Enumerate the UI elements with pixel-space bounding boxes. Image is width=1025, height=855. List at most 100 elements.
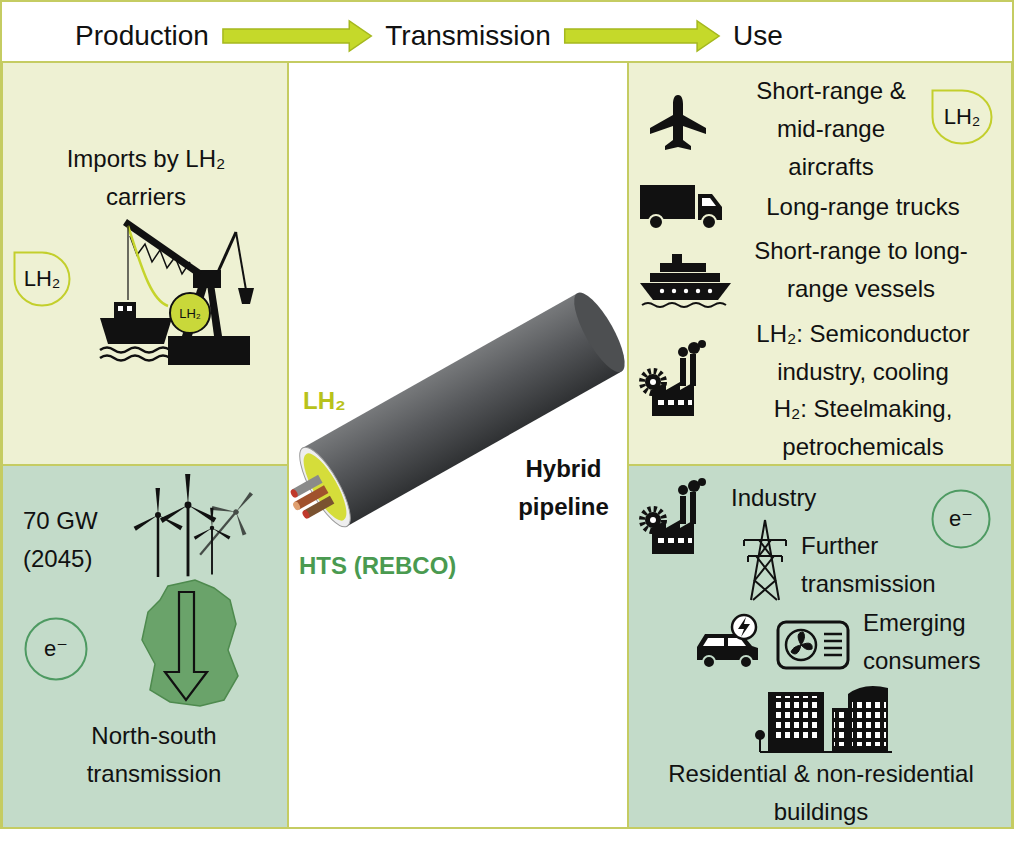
aircraft-icon bbox=[650, 95, 706, 150]
ship-crane-icon bbox=[128, 226, 168, 306]
flow-arrow bbox=[223, 21, 371, 51]
vessel-icon bbox=[660, 289, 664, 293]
hybrid-pipeline-illustration bbox=[292, 500, 302, 511]
ship-crane-icon bbox=[114, 302, 136, 318]
panel-text: Industry bbox=[731, 479, 881, 517]
hybrid-pipeline-illustration bbox=[292, 475, 323, 498]
truck-icon bbox=[649, 215, 663, 229]
vessel-icon bbox=[640, 283, 731, 300]
buildings-icon bbox=[852, 698, 886, 746]
vessel-icon bbox=[650, 273, 720, 282]
badge-drop bbox=[15, 253, 70, 306]
vessel-icon bbox=[708, 289, 712, 293]
ship-crane-icon bbox=[193, 270, 221, 288]
figure-frame bbox=[1, 1, 1013, 828]
hybrid-pipeline-illustration bbox=[271, 286, 634, 544]
vessel-icon bbox=[696, 289, 700, 293]
ship-crane-icon bbox=[125, 222, 200, 274]
truck-icon bbox=[702, 198, 716, 206]
ship-crane-icon bbox=[127, 226, 128, 300]
panel-text: 70 GW (2045) bbox=[23, 502, 128, 578]
wind-turbines-icon bbox=[160, 474, 216, 576]
header-text: Production bbox=[75, 19, 209, 53]
pylon-icon bbox=[753, 540, 777, 600]
panel-text: Further transmission bbox=[801, 527, 976, 603]
badge-circle bbox=[933, 491, 990, 548]
buildings-icon bbox=[834, 712, 848, 746]
badge-label: LH₂ bbox=[944, 106, 981, 128]
air-conditioner-icon bbox=[778, 622, 848, 668]
electric-car-icon bbox=[697, 615, 758, 668]
panel-text: H₂: Steelmaking, petrochemicals bbox=[733, 390, 993, 466]
panel-text: Short-range & mid-range aircrafts bbox=[746, 72, 916, 186]
air-conditioner-icon bbox=[824, 634, 842, 655]
panel-text: Residential & non-residential buildings bbox=[666, 755, 976, 831]
germany-map bbox=[165, 592, 207, 700]
flow-arrow bbox=[565, 21, 719, 51]
pylon-icon bbox=[751, 520, 779, 600]
buildings-icon bbox=[848, 686, 888, 752]
electric-car-icon bbox=[738, 617, 750, 637]
aircraft-icon bbox=[650, 95, 706, 150]
air-conditioner-icon bbox=[786, 630, 816, 660]
pylon-icon bbox=[744, 540, 786, 562]
wind-turbines-icon bbox=[134, 474, 269, 577]
badge-label: e⁻ bbox=[949, 508, 973, 530]
buildings-icon bbox=[832, 708, 850, 752]
ship-crane-icon bbox=[238, 288, 254, 304]
figure-frame bbox=[1, 1, 1013, 828]
badge-drop bbox=[933, 91, 992, 144]
truck-icon bbox=[698, 194, 722, 220]
wind-turbines-icon bbox=[134, 488, 183, 577]
buildings-icon bbox=[772, 696, 820, 740]
germany-map bbox=[142, 580, 238, 706]
panel-text: HTS (REBCO) bbox=[299, 547, 499, 585]
panel: LH₂HTS (REBCO)Hybrid pipeline bbox=[288, 62, 628, 828]
air-conditioner-icon bbox=[778, 622, 848, 668]
truck-icon bbox=[640, 185, 695, 219]
electric-car-icon bbox=[740, 656, 752, 668]
hybrid-pipeline-illustration bbox=[294, 485, 328, 510]
ship-crane-icon bbox=[100, 348, 170, 353]
electric-car-icon bbox=[703, 656, 715, 668]
electric-car-icon bbox=[732, 615, 756, 639]
hybrid-pipeline-illustration bbox=[289, 488, 299, 499]
ship-crane-icon bbox=[100, 318, 172, 344]
panel: Short-range & mid-range aircraftsLong-ra… bbox=[628, 62, 1012, 465]
buildings-icon bbox=[755, 686, 892, 752]
wind-turbines-icon bbox=[183, 479, 268, 569]
panel-text: LH₂ bbox=[303, 382, 363, 420]
vessel-icon bbox=[642, 303, 726, 307]
badge: LH₂ bbox=[13, 251, 71, 307]
hybrid-pipeline-illustration bbox=[301, 509, 311, 520]
panel-text: North-south transmission bbox=[54, 717, 254, 793]
ship-crane-icon bbox=[207, 284, 222, 336]
badge: e⁻ bbox=[24, 617, 88, 681]
header-cell: Use bbox=[729, 17, 787, 55]
buildings-icon bbox=[755, 730, 765, 740]
truck-icon bbox=[702, 215, 716, 229]
vessel-icon bbox=[684, 289, 688, 293]
ship-crane-icon bbox=[100, 222, 254, 365]
badge: e⁻ bbox=[931, 489, 991, 549]
germany-map bbox=[142, 580, 238, 706]
badge-label: e⁻ bbox=[44, 638, 68, 660]
pylon-icon bbox=[744, 520, 786, 600]
wind-turbines-icon bbox=[194, 508, 231, 575]
figure-frame bbox=[1, 61, 1013, 63]
hybrid-pipeline-illustration bbox=[304, 496, 335, 519]
header-text: Use bbox=[733, 19, 783, 53]
vessel-icon bbox=[640, 254, 731, 307]
badge-circle bbox=[26, 619, 87, 680]
panel-text: Long-range trucks bbox=[733, 188, 993, 226]
buildings-icon bbox=[760, 751, 892, 753]
ship-crane-icon bbox=[218, 232, 236, 272]
header-cell: Transmission bbox=[381, 17, 554, 55]
panel-text: Short-range to long-range vessels bbox=[736, 232, 986, 308]
air-conditioner-icon bbox=[791, 632, 812, 654]
factory-icon bbox=[642, 340, 706, 416]
ship-crane-icon bbox=[236, 232, 246, 290]
hybrid-pipeline-illustration bbox=[303, 293, 622, 526]
panel: IndustryFurther transmissionEmerging con… bbox=[628, 465, 1012, 828]
